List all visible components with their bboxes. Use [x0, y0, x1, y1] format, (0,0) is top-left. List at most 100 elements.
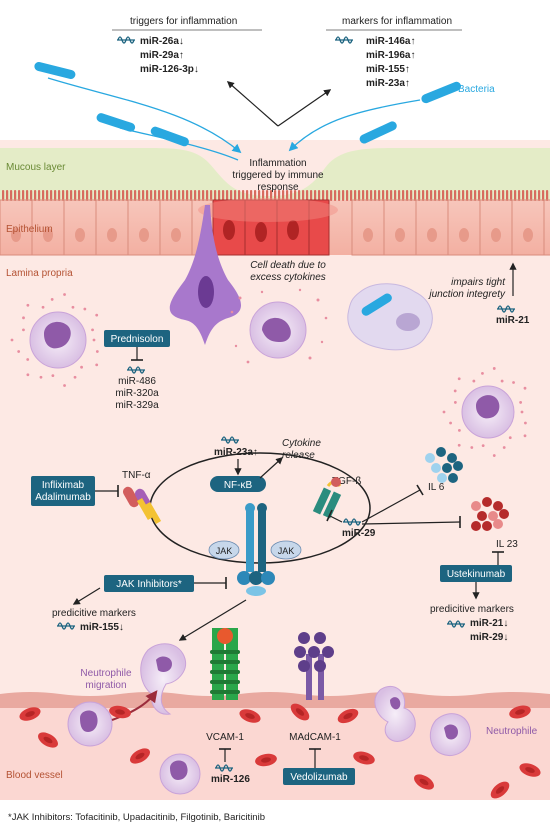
microvillus — [50, 190, 53, 201]
infliximab-line-2: Adalimumab — [35, 492, 91, 503]
tight-junction-line-1: impairs tight — [451, 277, 506, 288]
microvillus — [502, 190, 505, 201]
microvillus — [438, 190, 441, 201]
microvillus — [306, 190, 309, 201]
microvillus — [322, 190, 325, 201]
microvillus — [422, 190, 425, 201]
cytokine-dot — [73, 375, 77, 379]
microvillus — [274, 190, 277, 201]
cytokine-dot — [481, 371, 484, 375]
red-blood-cell-center — [25, 711, 35, 717]
microvillus — [466, 190, 469, 201]
vcam-domain — [210, 670, 240, 674]
prednisolon-label: Prednisolon — [111, 334, 164, 345]
cytokine-dot — [453, 401, 457, 404]
red-blood-cell-center — [495, 786, 505, 794]
cytokine-dot — [472, 379, 476, 383]
microvillus — [538, 190, 541, 201]
mirna-icon — [335, 36, 353, 44]
marker-mir-1: miR-146a↑ — [366, 36, 415, 47]
microvillus — [526, 190, 529, 201]
vcam-label: VCAM-1 — [206, 732, 244, 743]
inflammation-line-2: triggered by immune — [232, 170, 324, 181]
predictive-left-mir: miR-155↓ — [80, 622, 124, 633]
tgf-label: TGF-ß — [332, 476, 361, 487]
microvillus — [182, 190, 185, 201]
microvillus — [94, 190, 97, 201]
il23-molecule — [488, 511, 498, 521]
nfkb-box — [210, 476, 266, 492]
cytokine-dot — [17, 350, 21, 353]
microvillus — [302, 190, 305, 201]
microvillus — [402, 190, 405, 201]
dying-neutrophil — [230, 288, 328, 364]
prednisolon-mir-3: miR-329a — [115, 400, 159, 411]
cytokine-dot — [91, 328, 94, 332]
receptor-chain — [258, 510, 266, 572]
microvillus — [130, 190, 133, 201]
bacterium — [421, 81, 461, 104]
red-blood-cell-center — [135, 752, 145, 760]
nucleus — [171, 228, 181, 242]
marker-mir-2: miR-196a↑ — [366, 50, 415, 61]
il23-molecule — [493, 519, 503, 529]
nucleus — [363, 228, 373, 242]
migration-line-1: Neutrophile — [80, 668, 132, 679]
microvillus — [250, 190, 253, 201]
trigger-mir-1: miR-26a↓ — [140, 36, 184, 47]
madcam-domain — [298, 632, 310, 644]
madcam-domain — [308, 646, 320, 658]
microvillus — [214, 190, 217, 201]
microvillus — [434, 190, 437, 201]
microvillus — [162, 190, 165, 201]
microvillus — [350, 190, 353, 201]
madcam-domain — [314, 660, 326, 672]
microvillus — [234, 190, 237, 201]
epithelial-cells — [0, 199, 550, 256]
microvillus — [330, 190, 333, 201]
predictive-right-mir-1: miR-21↓ — [470, 618, 508, 629]
microvillus — [142, 190, 145, 201]
microvillus — [178, 190, 181, 201]
neutrophil-right — [461, 385, 515, 439]
microvillus — [126, 190, 129, 201]
cytokine-release-line-2: release — [282, 450, 315, 461]
cytokine-dot — [481, 444, 485, 448]
microvillus — [106, 190, 109, 201]
nucleus — [107, 228, 117, 242]
microvillus — [170, 190, 173, 201]
cell-death-line-1: Cell death due to — [250, 260, 326, 271]
neutrophil-in-vessel — [67, 701, 113, 747]
cytokine-dot — [80, 365, 83, 369]
microvillus — [386, 190, 389, 201]
red-blood-cell-center — [419, 778, 429, 786]
madcam-1 — [294, 632, 334, 700]
epithelial-cell — [543, 199, 550, 256]
microvillus — [346, 190, 349, 201]
microvillus — [222, 190, 225, 201]
microvillus — [66, 190, 69, 201]
microvillus — [286, 190, 289, 201]
microvillus — [366, 190, 369, 201]
microvillus — [110, 190, 113, 201]
vcam-domain — [210, 650, 240, 654]
il23-molecule — [482, 521, 492, 531]
neutrophil-left — [29, 311, 87, 369]
jak-label-2: JAK — [278, 546, 295, 556]
microvillus — [150, 190, 153, 201]
marker-mir-3: miR-155↑ — [366, 64, 410, 75]
il23-molecule — [471, 521, 481, 531]
cytokine-dot — [523, 434, 527, 438]
microvillus — [318, 190, 321, 201]
neutrophile-label: Neutrophile — [486, 726, 538, 737]
microvillus — [158, 190, 161, 201]
arrow-to-markers — [277, 89, 332, 127]
inflamed-cell — [308, 199, 330, 256]
microvillus — [122, 190, 125, 201]
microvillus — [6, 190, 9, 201]
microvillus — [426, 190, 429, 201]
microvillus — [10, 190, 13, 201]
cytokine-dot — [502, 446, 506, 449]
microvillus — [138, 190, 141, 201]
